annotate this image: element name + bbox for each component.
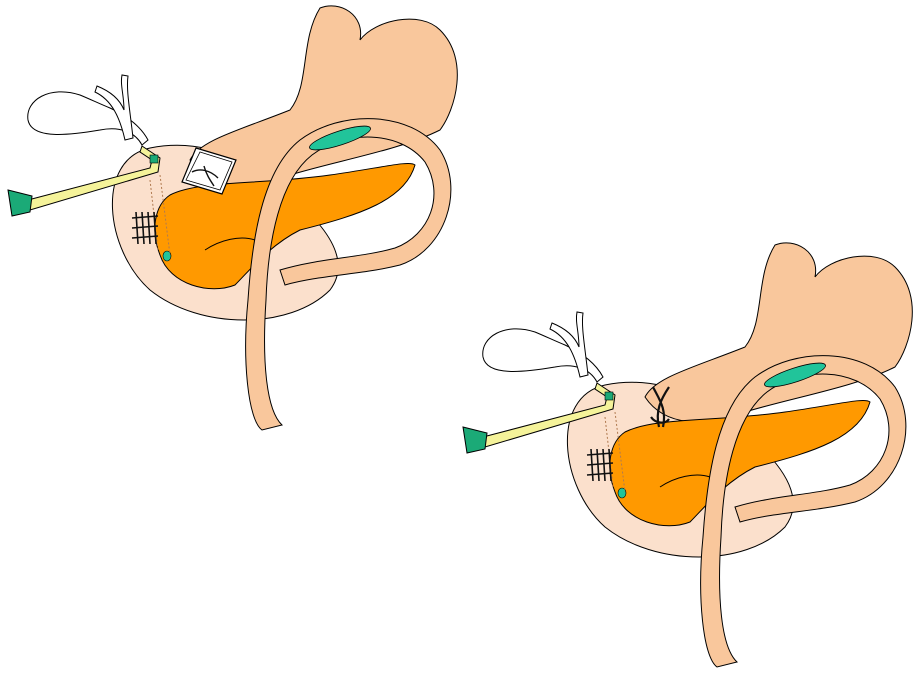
drain-end-icon <box>8 190 32 216</box>
drain-end-icon-right <box>463 427 487 453</box>
drain-tip-right <box>605 392 613 400</box>
drain-tip <box>150 155 158 163</box>
panel-right <box>463 243 912 667</box>
panel-left <box>8 6 457 430</box>
